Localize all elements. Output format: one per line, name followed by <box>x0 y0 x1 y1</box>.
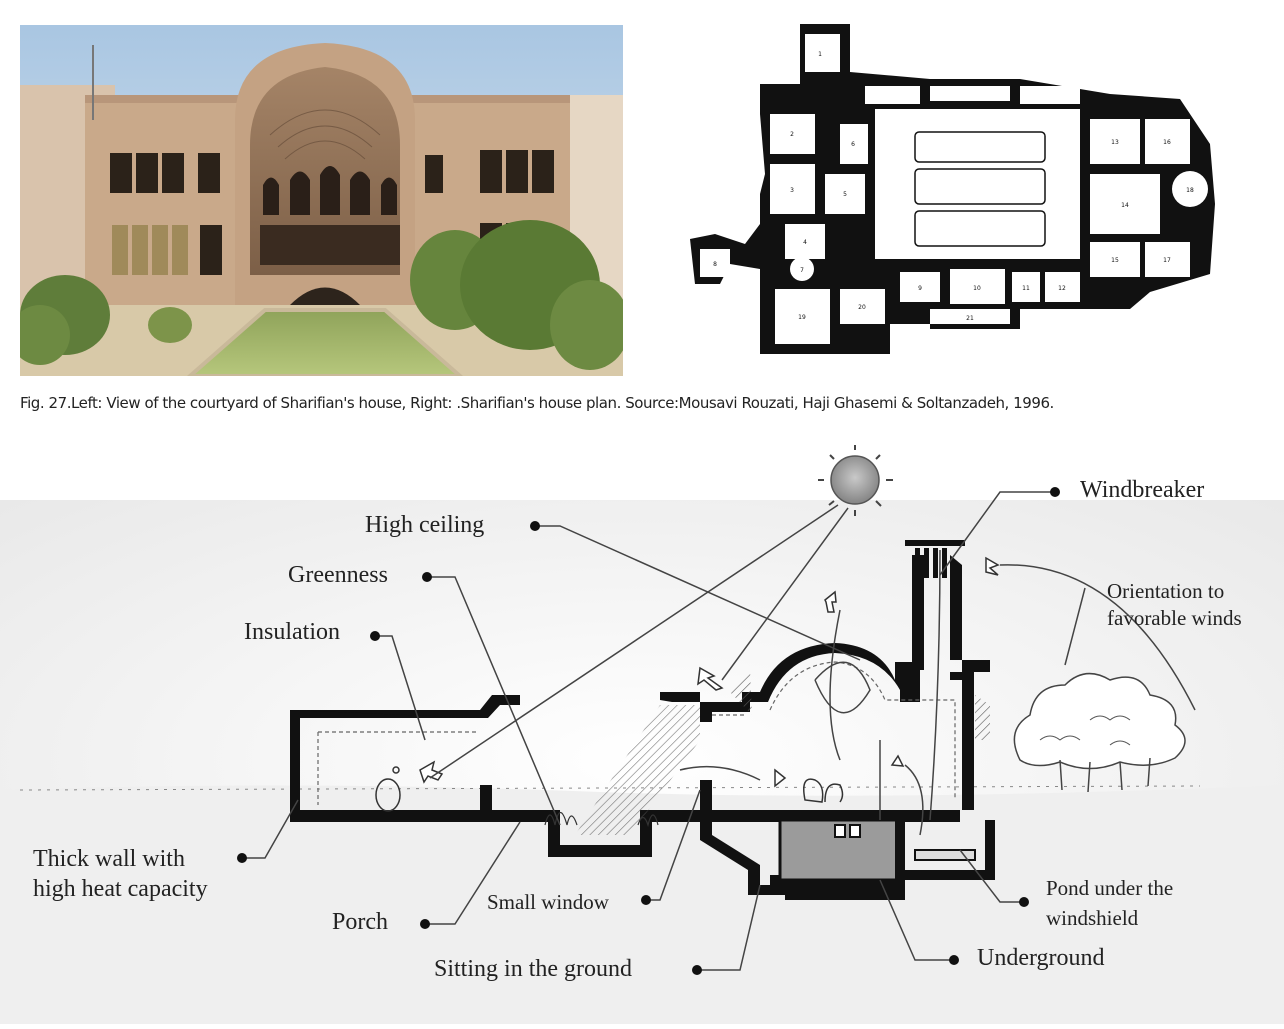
label-orientation-line-1: Orientation to <box>1107 579 1225 603</box>
label-high-ceiling: High ceiling <box>365 512 485 538</box>
plan-room-15: 15 <box>1111 257 1119 264</box>
label-insulation: Insulation <box>244 619 340 645</box>
plan-courtyard <box>875 109 1080 259</box>
house-plan-drawing: 1 2 3 4 5 6 7 8 9 10 11 12 13 14 15 16 1… <box>690 24 1235 369</box>
plan-room-1: 1 <box>818 51 822 58</box>
courtyard-photo-illustration <box>20 25 623 376</box>
label-greenness: Greenness <box>288 562 388 588</box>
courtyard-trees <box>20 220 623 370</box>
plan-room-21: 21 <box>966 315 974 322</box>
plan-room-16: 16 <box>1163 139 1171 146</box>
plan-room-4: 4 <box>803 239 807 246</box>
plan-room-14: 14 <box>1121 202 1129 209</box>
label-pond-line-1: Pond under the <box>1046 876 1174 900</box>
plan-room-20: 20 <box>858 304 866 311</box>
label-sitting-in-the-ground: Sitting in the ground <box>434 956 632 982</box>
courtyard-pool <box>186 308 464 376</box>
plan-room-2: 2 <box>790 131 794 138</box>
label-porch: Porch <box>332 909 388 935</box>
plan-room-3: 3 <box>790 187 794 194</box>
plan-room-13: 13 <box>1111 139 1119 146</box>
plan-room-10: 10 <box>973 285 981 292</box>
building-section <box>290 540 1196 900</box>
house-plan: 1 2 3 4 5 6 7 8 9 10 11 12 13 14 15 16 1… <box>690 24 1235 369</box>
label-underground: Underground <box>977 945 1105 971</box>
label-pond-line-2: windshield <box>1046 906 1139 930</box>
plan-room-7: 7 <box>800 267 804 274</box>
label-small-window: Small window <box>487 890 609 914</box>
plan-room-17: 17 <box>1163 257 1171 264</box>
plan-room-18: 18 <box>1186 187 1194 194</box>
leader-lines <box>245 491 1086 971</box>
label-thick-wall-line-1: Thick wall with <box>33 846 185 872</box>
tree-icon <box>1013 672 1186 793</box>
label-windbreaker: Windbreaker <box>1080 477 1205 503</box>
section-diagram: Windbreaker High ceiling Greenness Orien… <box>0 440 1284 1024</box>
plan-room-12: 12 <box>1058 285 1066 292</box>
sun-icon <box>818 445 893 516</box>
plan-room-8: 8 <box>713 261 717 268</box>
plan-room-9: 9 <box>918 285 922 292</box>
plan-room-5: 5 <box>843 191 847 198</box>
figure-caption: Fig. 27.Left: View of the courtyard of S… <box>20 394 1054 412</box>
leader-dots <box>237 487 1060 975</box>
section-diagram-drawing <box>0 445 1284 1024</box>
plan-room-19: 19 <box>798 314 806 321</box>
label-thick-wall-line-2: high heat capacity <box>33 876 208 902</box>
label-orientation-line-2: favorable winds <box>1107 606 1242 630</box>
plan-room-6: 6 <box>851 141 855 148</box>
courtyard-photo <box>20 25 623 376</box>
plan-room-11: 11 <box>1022 285 1030 292</box>
